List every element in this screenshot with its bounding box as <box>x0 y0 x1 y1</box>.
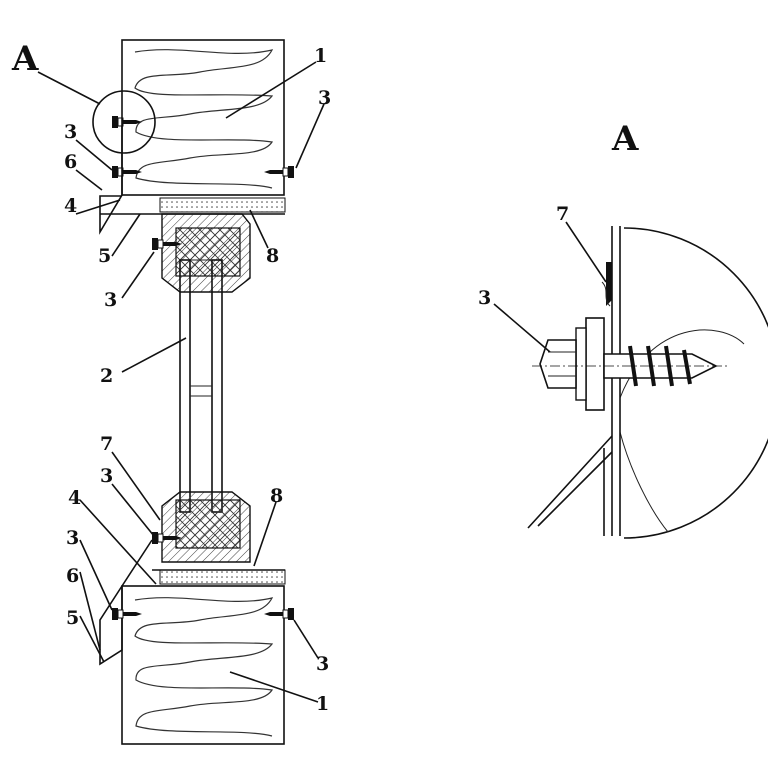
callout-bottom-screw-right: 3 <box>316 653 329 675</box>
glazing-unit <box>179 259 223 513</box>
detail-callout-screw: 3 <box>478 287 491 309</box>
callout-top-part-8: 8 <box>266 245 279 267</box>
top-profile-block <box>151 213 251 293</box>
callout-bottom-panel: 1 <box>316 693 329 715</box>
callout-top-part-4: 4 <box>64 195 77 217</box>
callout-bottom-part-5: 5 <box>66 607 79 629</box>
top-flashing <box>99 118 123 235</box>
bottom-screw-left <box>111 607 143 621</box>
left-section-view: A 1 3 3 6 4 5 8 3 2 7 3 4 8 3 6 5 3 1 <box>11 39 331 745</box>
detail-circle-a <box>92 90 156 154</box>
detail-title: A <box>611 119 639 159</box>
top-panel <box>121 39 285 196</box>
callout-bottom-sealant-7: 7 <box>100 433 113 455</box>
callout-top-screw-circled: 3 <box>64 121 77 143</box>
callout-bottom-block-screw: 3 <box>100 465 113 487</box>
callout-top-block-screw: 3 <box>104 289 117 311</box>
callout-bottom-flashing: 6 <box>66 565 79 587</box>
callout-top-panel: 1 <box>314 45 327 67</box>
callout-top-flashing: 6 <box>64 151 77 173</box>
top-sealant-strip <box>159 197 286 213</box>
detail-boundary <box>623 227 768 539</box>
detail-flashing <box>527 435 613 529</box>
callout-glazing: 2 <box>100 365 113 387</box>
bottom-profile-block <box>151 491 251 563</box>
leader-lines <box>37 61 325 703</box>
top-screw-lower-left <box>111 165 143 179</box>
top-screw-right <box>263 165 295 179</box>
callout-bottom-screw-left: 3 <box>66 527 79 549</box>
callout-bottom-part-8: 8 <box>270 485 283 507</box>
detail-sealant <box>606 262 612 306</box>
detail-view-a: A 7 3 <box>478 119 768 539</box>
view-label-a: A <box>11 39 39 79</box>
callout-top-screw-right: 3 <box>318 87 331 109</box>
detail-callout-sealant: 7 <box>556 203 569 225</box>
callout-bottom-part-4: 4 <box>68 487 81 509</box>
bottom-screw-right <box>263 607 295 621</box>
callout-top-part-5: 5 <box>98 245 111 267</box>
detail-screw <box>532 317 730 411</box>
bottom-sealant-strip <box>159 569 286 585</box>
bottom-panel <box>121 585 285 745</box>
